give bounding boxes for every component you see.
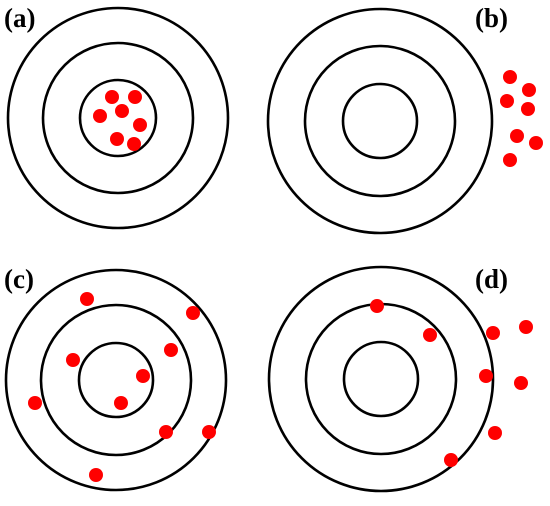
hit-dot <box>110 132 124 146</box>
hit-dot <box>519 320 533 334</box>
hit-dot <box>423 328 437 342</box>
hit-dot <box>488 426 502 440</box>
panel-c: (c) <box>4 264 228 492</box>
bullseye-ring <box>77 341 155 419</box>
hit-dot <box>370 299 384 313</box>
bullseye-ring <box>342 340 420 418</box>
hit-dot <box>529 136 543 150</box>
panel-label-a: (a) <box>4 3 35 33</box>
outer-ring <box>6 6 230 230</box>
hit-dot <box>514 376 528 390</box>
hit-dot <box>486 326 500 340</box>
bullseye-ring <box>78 78 158 158</box>
hit-dot <box>444 453 458 467</box>
hit-dot <box>66 353 80 367</box>
middle-ring <box>304 302 458 456</box>
hit-dot <box>510 129 524 143</box>
hit-dot <box>93 109 107 123</box>
panel-d: (d) <box>267 264 533 493</box>
hit-dot <box>500 94 514 108</box>
hit-dot <box>136 369 150 383</box>
middle-ring <box>41 41 195 195</box>
bullseye-ring <box>341 82 419 160</box>
hit-dot <box>521 102 535 116</box>
middle-ring <box>303 44 457 198</box>
hit-dot <box>127 137 141 151</box>
middle-ring <box>39 303 193 457</box>
hit-dot <box>133 118 147 132</box>
hit-dot <box>503 153 517 167</box>
hit-dot <box>159 425 173 439</box>
hit-dot <box>80 292 94 306</box>
hit-dot <box>105 90 119 104</box>
hit-dot <box>503 70 517 84</box>
panel-b: (b) <box>266 3 543 235</box>
hit-dot <box>114 396 128 410</box>
hit-dot <box>89 468 103 482</box>
hit-dot <box>115 104 129 118</box>
hit-dot <box>522 83 536 97</box>
hit-dot <box>164 343 178 357</box>
hit-dot <box>128 90 142 104</box>
hit-dot <box>186 306 200 320</box>
panel-a: (a) <box>4 3 230 230</box>
hit-dot <box>479 369 493 383</box>
outer-ring <box>266 7 494 235</box>
panel-label-c: (c) <box>4 264 34 294</box>
hit-dot <box>202 425 216 439</box>
hit-dot <box>28 396 42 410</box>
outer-ring <box>267 265 495 493</box>
panel-label-d: (d) <box>475 264 508 294</box>
outer-ring <box>4 268 228 492</box>
panel-label-b: (b) <box>475 3 508 33</box>
